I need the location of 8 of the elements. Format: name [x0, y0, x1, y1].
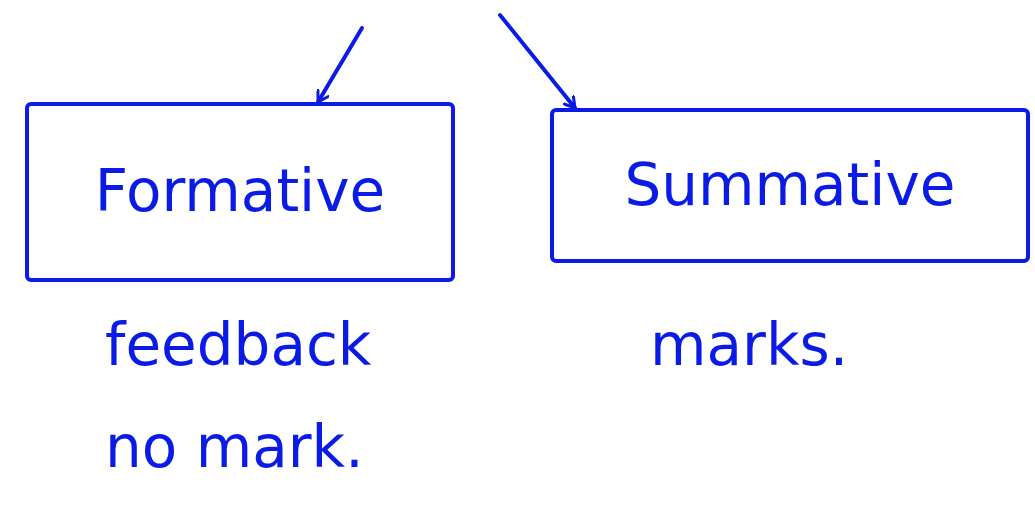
- note-text: marks.: [650, 310, 850, 381]
- note-text: feedback no mark.: [105, 310, 373, 483]
- process-box: [550, 108, 1030, 263]
- arrow: [498, 13, 577, 110]
- node-label: Formative: [94, 160, 386, 224]
- node-label: Summative: [624, 153, 956, 218]
- process-box: [25, 102, 455, 282]
- arrow: [316, 26, 364, 104]
